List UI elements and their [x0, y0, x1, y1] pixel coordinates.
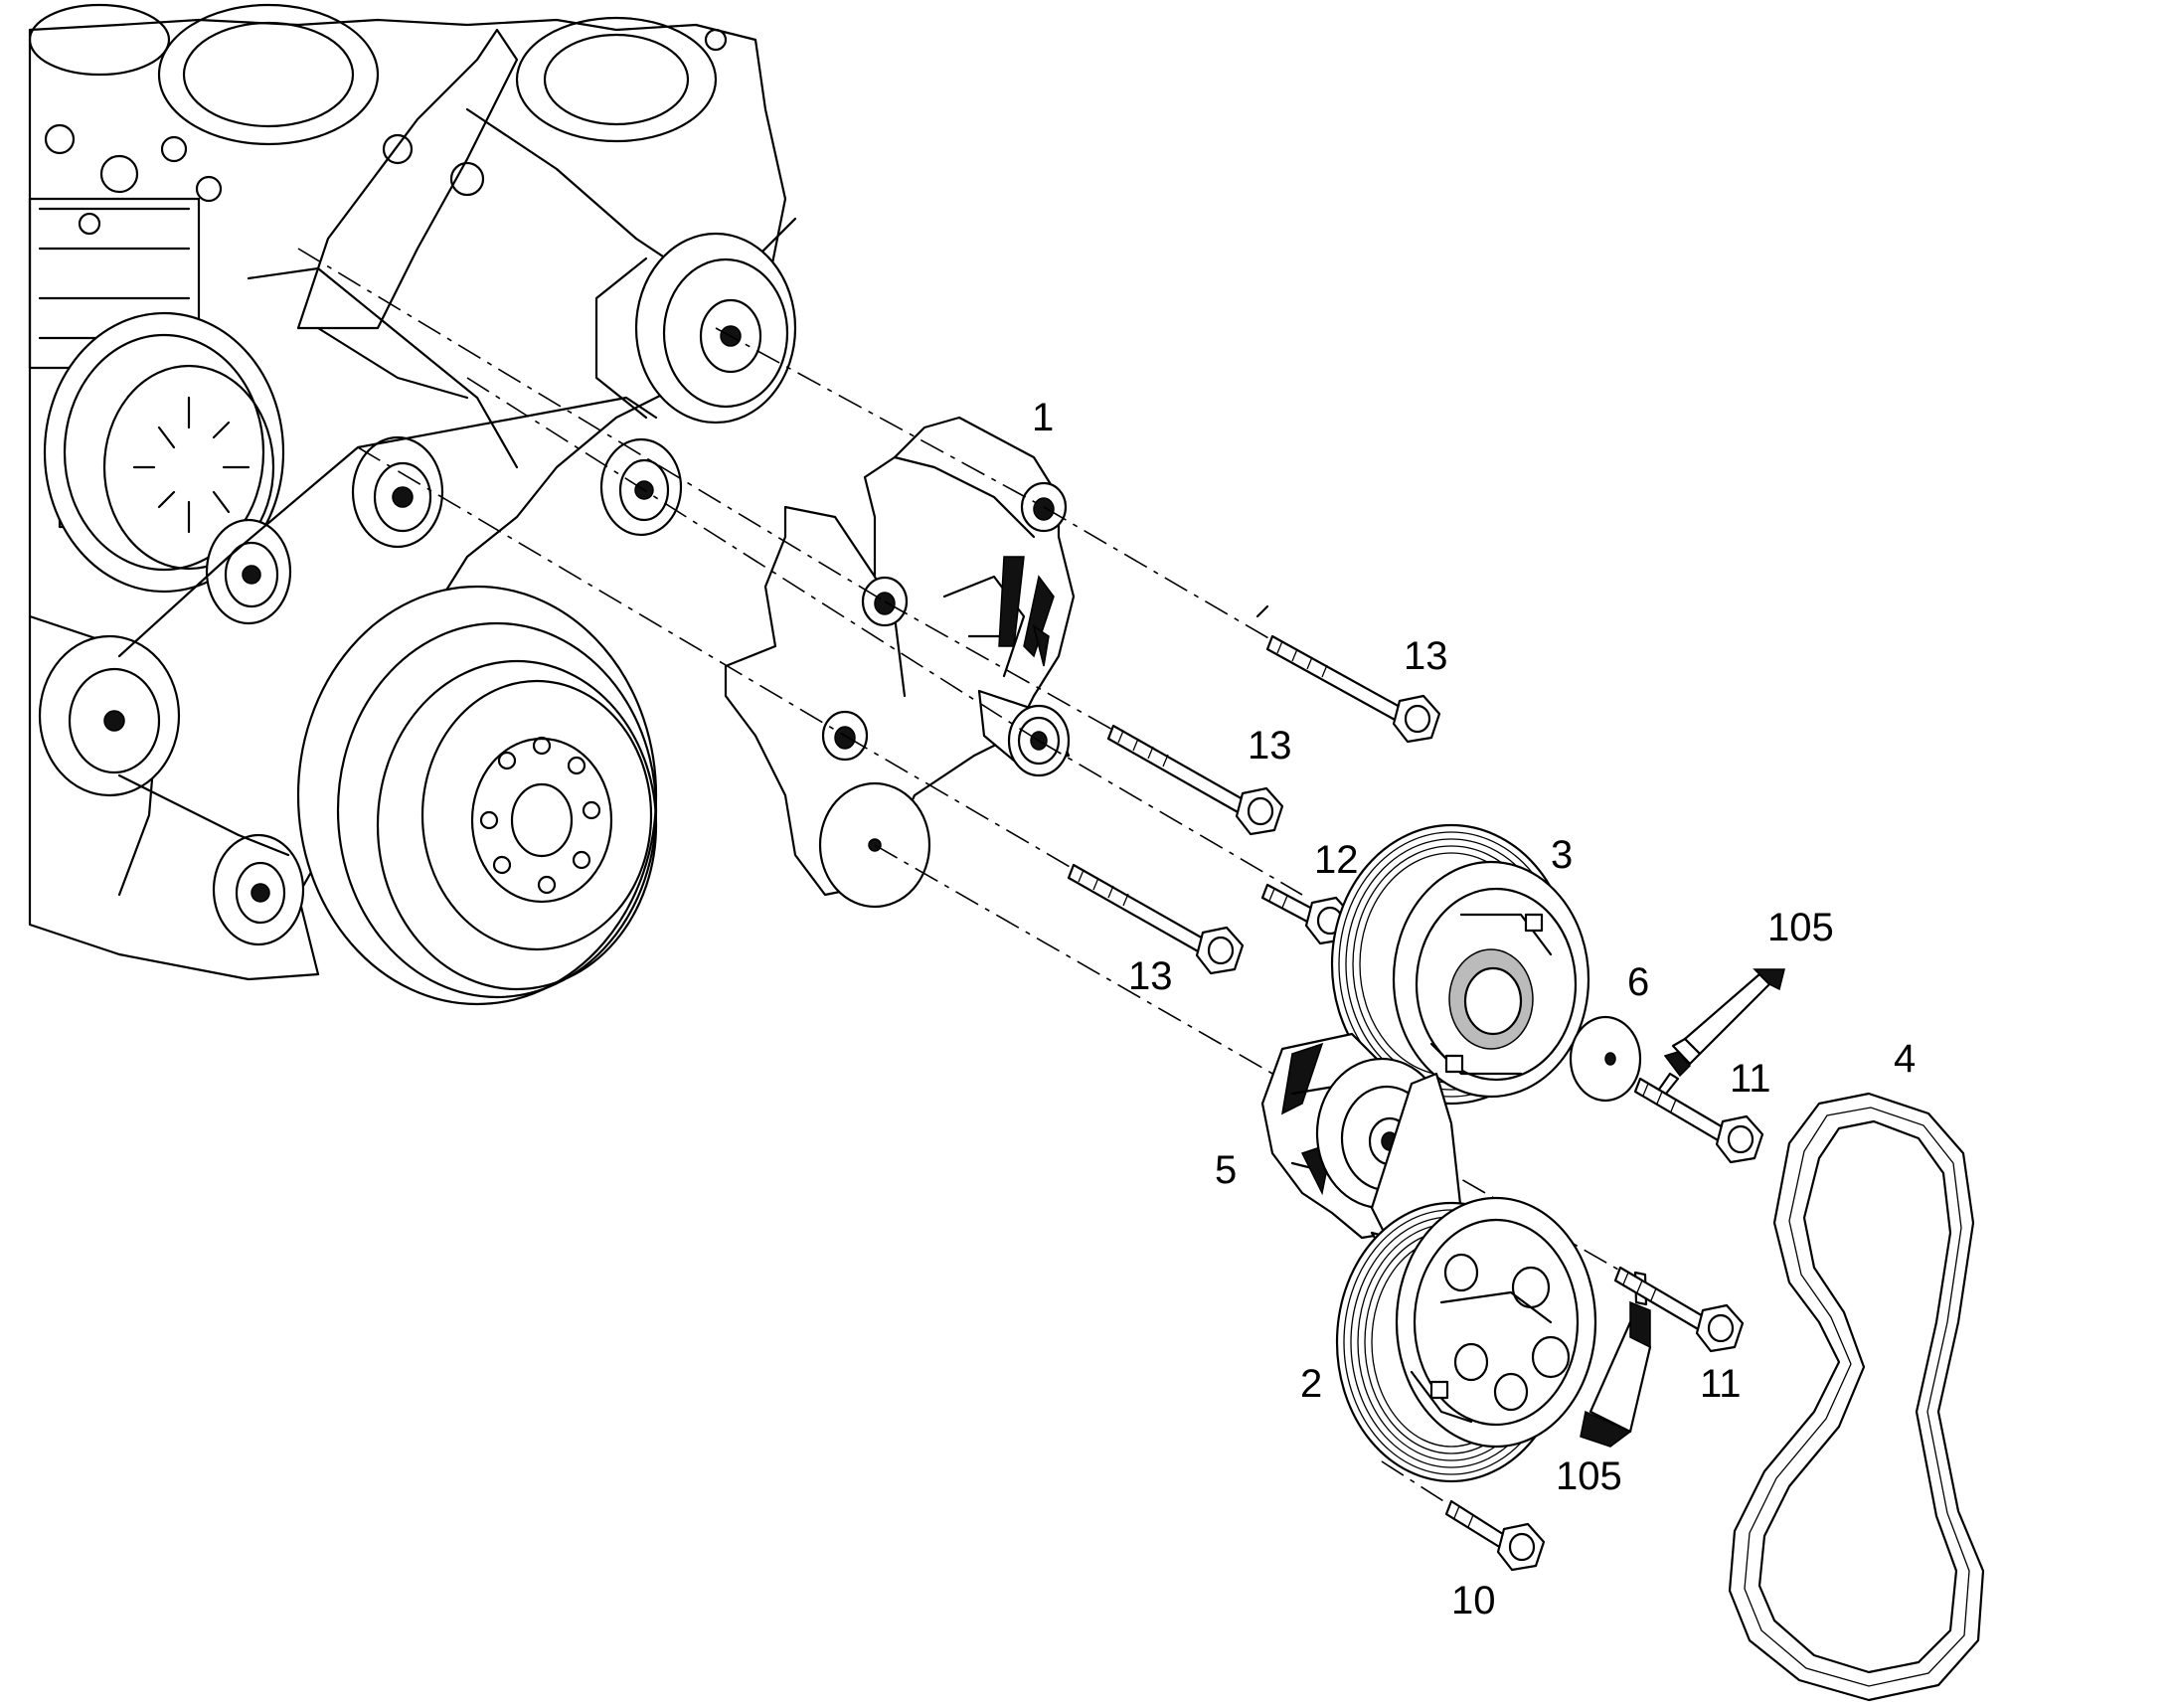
bolt-10 — [1444, 1499, 1546, 1572]
pulley-2 — [1335, 1196, 1597, 1483]
callout-4: 4 — [1894, 1037, 1917, 1081]
callout-12: 12 — [1314, 838, 1359, 882]
callout-5: 5 — [1215, 1148, 1238, 1192]
bolt-13-upper — [1265, 634, 1441, 744]
bolt-13-lower — [1067, 863, 1245, 975]
sealant-tube-upper — [1654, 968, 1785, 1101]
sealant-tube-lower — [1580, 1271, 1652, 1448]
callout-2: 2 — [1300, 1362, 1323, 1406]
callout-6: 6 — [1627, 960, 1650, 1004]
leader-lines — [1255, 604, 1269, 618]
callout-13-middle: 13 — [1248, 724, 1292, 768]
bolt-13-middle — [1106, 724, 1284, 836]
mounting-bracket — [724, 416, 1076, 909]
callout-1: 1 — [1032, 396, 1055, 439]
callout-11-lower: 11 — [1700, 1362, 1742, 1406]
callout-105-upper: 105 — [1767, 906, 1834, 949]
callout-3: 3 — [1551, 833, 1574, 877]
callout-105-lower: 105 — [1556, 1454, 1622, 1498]
washer-6 — [1569, 1015, 1642, 1103]
bolt-11-lower — [1613, 1266, 1745, 1353]
pulley-3 — [1330, 823, 1590, 1106]
drive-belt-4 — [1728, 1092, 1985, 1702]
callout-10: 10 — [1451, 1579, 1496, 1623]
callout-11-upper: 11 — [1730, 1057, 1771, 1101]
engine-block — [28, 3, 797, 1006]
tensioner-5 — [1260, 1032, 1463, 1284]
bolt-11-upper — [1633, 1077, 1764, 1164]
callout-13-lower: 13 — [1128, 954, 1173, 998]
callout-13-upper: 13 — [1404, 634, 1448, 678]
